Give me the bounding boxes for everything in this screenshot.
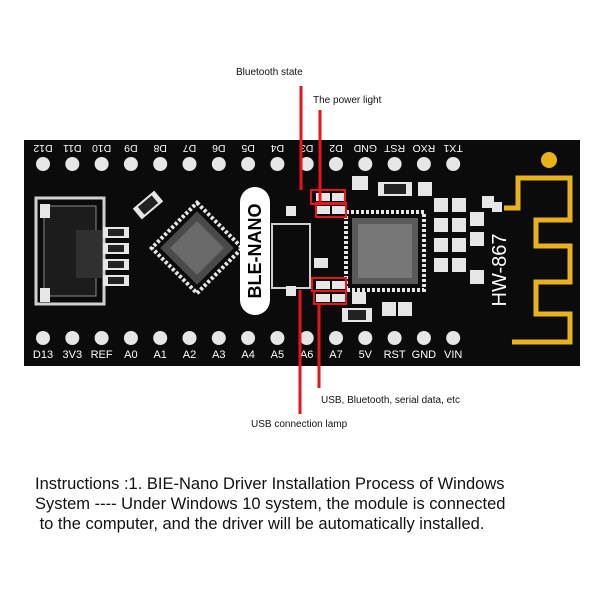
top-pin-label: D5 — [241, 142, 255, 154]
top-pin-pad — [182, 157, 197, 171]
instructions-text: Instructions :1. BIE-Nano Driver Install… — [35, 474, 575, 534]
bottom-pin-label: 3V3 — [63, 349, 83, 361]
module-label: BLE-NANO — [245, 204, 265, 299]
bottom-pin-labels: D13 3V3 REF A0 A1 A2 A3 A4 A5 A6 A7 5V RST GND VIN — [33, 349, 463, 361]
top-pin-pad — [416, 157, 431, 171]
top-pin-label: D3 — [300, 142, 314, 154]
bottom-pin-label: RST — [384, 349, 406, 361]
instructions-line-3: to the computer, and the driver will be … — [35, 515, 485, 533]
bottom-pin-pad — [36, 331, 50, 345]
right-smd-components — [434, 196, 502, 284]
led-pair-bottom — [311, 277, 347, 305]
top-pin-pad — [36, 157, 50, 171]
top-pin-label: D7 — [183, 142, 197, 154]
bottom-pin-label: A6 — [300, 349, 313, 361]
top-pin-label: D8 — [153, 142, 167, 154]
top-pin-pad — [65, 157, 80, 171]
top-pin-label: D10 — [92, 142, 111, 154]
antenna-feed-dot — [541, 152, 557, 168]
top-pin-pad — [241, 157, 256, 171]
top-pin-pads — [36, 157, 461, 171]
bottom-pin-pad — [241, 331, 256, 345]
top-pin-label: TX1 — [443, 142, 462, 154]
top-pin-pad — [358, 157, 373, 171]
led-pair-top — [310, 189, 347, 218]
top-pin-pad — [270, 157, 285, 171]
top-pin-pad — [299, 157, 314, 171]
callout-usb-serial: USB, Bluetooth, serial data, etc — [321, 395, 460, 406]
bottom-pin-pads — [36, 331, 461, 345]
antenna-trace — [504, 175, 573, 345]
bottom-pin-pad — [358, 331, 373, 345]
top-pin-labels: D12 D11 D10 D9 D8 D7 D6 D5 D4 D3 D2 GND RST RXO TX1 — [33, 142, 463, 154]
bottom-pin-pad — [182, 331, 197, 345]
top-pin-pad — [329, 157, 343, 171]
bottom-pin-label: REF — [91, 349, 113, 361]
bottom-pin-pad — [65, 331, 80, 345]
bottom-pin-label: VIN — [444, 349, 462, 361]
center-smd-components — [286, 176, 432, 322]
microcontroller-chip — [148, 199, 246, 297]
bottom-pin-label: A2 — [183, 349, 196, 361]
top-pin-label: RXO — [413, 142, 436, 154]
bottom-pin-label: 5V — [359, 349, 373, 361]
top-pin-label: GND — [353, 142, 377, 154]
instructions-line-2: System ---- Under Windows 10 system, the… — [35, 495, 506, 513]
bottom-pin-pad — [153, 331, 168, 345]
bottom-pin-pad — [270, 331, 285, 345]
usb-connection-led-outline — [313, 290, 347, 305]
top-pin-label: D11 — [63, 142, 82, 154]
top-pin-pad — [211, 157, 226, 171]
bottom-pin-label: D13 — [33, 349, 53, 361]
bottom-pin-pad — [123, 331, 138, 345]
usb-connector — [34, 196, 106, 306]
top-pin-label: D6 — [212, 142, 226, 154]
bottom-pin-label: A0 — [124, 349, 137, 361]
bottom-pin-pad — [299, 331, 314, 345]
top-pin-label: D2 — [329, 142, 343, 154]
callout-bluetooth-state: Bluetooth state — [236, 67, 303, 78]
bottom-pin-label: GND — [412, 349, 437, 361]
callout-power-light: The power light — [313, 95, 382, 106]
top-pin-pad — [94, 157, 109, 171]
bottom-pin-pad — [94, 331, 109, 345]
top-pin-pad — [387, 157, 402, 171]
callout-usb-lamp: USB connection lamp — [251, 419, 348, 430]
model-label: HW-867 — [489, 234, 511, 307]
top-pin-label: D9 — [124, 142, 138, 154]
bottom-pin-label: A7 — [329, 349, 342, 361]
bottom-pin-label: A1 — [153, 349, 166, 361]
bluetooth-chip — [344, 210, 426, 292]
left-smd-components — [103, 190, 164, 286]
instructions-line-1: Instructions :1. BIE-Nano Driver Install… — [35, 475, 505, 493]
bottom-pin-pad — [446, 331, 461, 345]
power-light-led-outline — [315, 202, 347, 218]
top-pin-label: RST — [384, 142, 406, 154]
top-pin-pad — [123, 157, 138, 171]
top-pin-pad — [153, 157, 168, 171]
bottom-pin-pad — [329, 331, 343, 345]
ble-nano-label: BLE-NANO — [240, 187, 270, 315]
bottom-pin-label: A3 — [212, 349, 225, 361]
bottom-pin-label: A5 — [271, 349, 284, 361]
top-pin-label: D12 — [33, 142, 52, 154]
bottom-pin-pad — [211, 331, 226, 345]
bottom-pin-pad — [387, 331, 402, 345]
bottom-pin-label: A4 — [241, 349, 254, 361]
bottom-pin-pad — [416, 331, 431, 345]
top-pin-label: D4 — [271, 142, 285, 154]
top-pin-pad — [446, 157, 461, 171]
